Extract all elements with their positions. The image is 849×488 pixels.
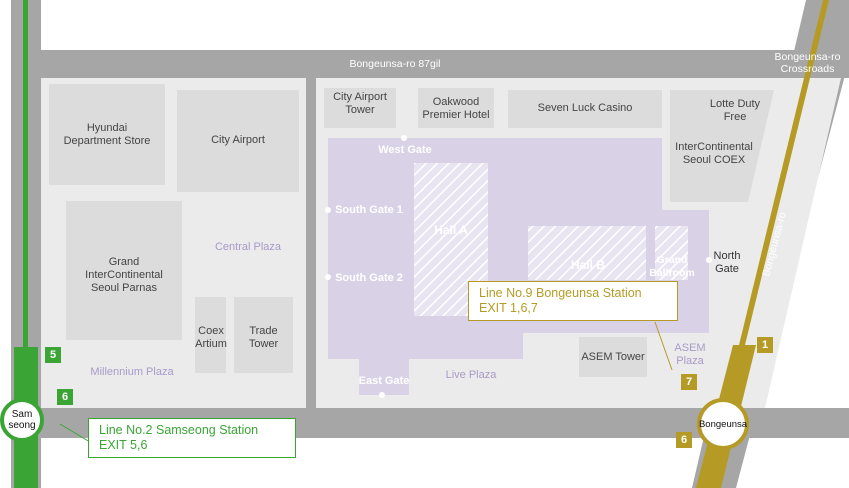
east-gate-label: East Gate (358, 375, 410, 387)
hyundai-label: Hyundai Department Store (63, 122, 151, 147)
grand-ballroom-label: Grand Ballroom (649, 254, 695, 279)
hall-a-label: Hall A (434, 223, 468, 237)
south-gate-2-dot (325, 274, 331, 280)
oakwood-label: Oakwood Premier Hotel (422, 96, 490, 121)
exit-badge-line9-1: 1 (757, 337, 773, 353)
city-airport-tower-label: City Airport Tower (333, 91, 387, 116)
asem-tower-building (579, 337, 647, 377)
top-road (41, 50, 849, 78)
exit-badge-line2-6: 6 (57, 389, 73, 405)
seven-luck-label: Seven Luck Casino (537, 102, 633, 114)
south-gate-2-label: South Gate 2 (335, 272, 403, 284)
central-plaza-label: Central Plaza (214, 241, 282, 253)
exit-badge-line9-7: 7 (681, 374, 697, 390)
line2-callout-pointer (59, 423, 91, 443)
south-gate-1-dot (325, 207, 331, 213)
hall-b-label: Hall B (570, 258, 605, 272)
coex-artium-label: Coex Artium (195, 325, 227, 350)
hyundai-department-store (49, 84, 165, 185)
hall-b-area (528, 226, 646, 280)
trade-tower-label: Trade Tower (248, 325, 279, 350)
city-airport-tower-building (324, 88, 396, 128)
north-gate-dot (706, 257, 712, 263)
trade-tower-building (234, 297, 293, 373)
east-gate-dot (379, 392, 385, 398)
seven-luck-building (508, 90, 662, 128)
grand-intercontinental-label: Grand InterContinental Seoul Parnas (85, 256, 163, 294)
city-airport-label: City Airport (211, 134, 265, 146)
asem-tower-label: ASEM Tower (581, 351, 645, 363)
exit-badge-line9-6: 6 (676, 432, 692, 448)
coex-artium-building (195, 297, 226, 373)
west-gate-dot (401, 135, 407, 141)
bongeunsa-station-label: Bongeunsa (698, 418, 748, 430)
oakwood-building (418, 88, 494, 128)
exit-badge-line2-5: 5 (45, 347, 61, 363)
samseong-station-label: Sam seong (8, 409, 36, 431)
intercontinental-coex-label: InterContinental Seoul COEX (675, 141, 753, 166)
line9-track (739, 0, 829, 345)
millennium-plaza-label: Millennium Plaza (90, 366, 174, 378)
asem-plaza-label: ASEM Plaza (674, 342, 706, 367)
city-airport-building (177, 90, 299, 192)
south-gate-1-label: South Gate 1 (335, 204, 403, 216)
samseong-station-marker[interactable]: Sam seong (0, 398, 44, 442)
line9-callout: Line No.9 Bongeunsa Station EXIT 1,6,7 (468, 281, 678, 321)
grand-ballroom-area (655, 226, 688, 280)
grand-intercontinental-building (66, 201, 182, 340)
lotte-intercontinental-building (670, 90, 774, 202)
north-gate-label: North Gate (713, 250, 741, 275)
middle-road (306, 78, 316, 408)
top-road-label: Bongeunsa-ro 87gil (349, 58, 441, 70)
crossroads-label: Bongeunsa-ro Crossroads (774, 51, 841, 75)
live-plaza-label: Live Plaza (445, 369, 497, 381)
line2-track (23, 0, 28, 350)
lotte-label: Lotte Duty Free (709, 98, 761, 123)
line9-callout-pointer (654, 321, 673, 371)
line2-callout: Line No.2 Samseong Station EXIT 5,6 (88, 418, 296, 458)
bongeunsa-station-marker[interactable]: Bongeunsa (697, 398, 749, 450)
west-gate-label: West Gate (378, 144, 432, 156)
